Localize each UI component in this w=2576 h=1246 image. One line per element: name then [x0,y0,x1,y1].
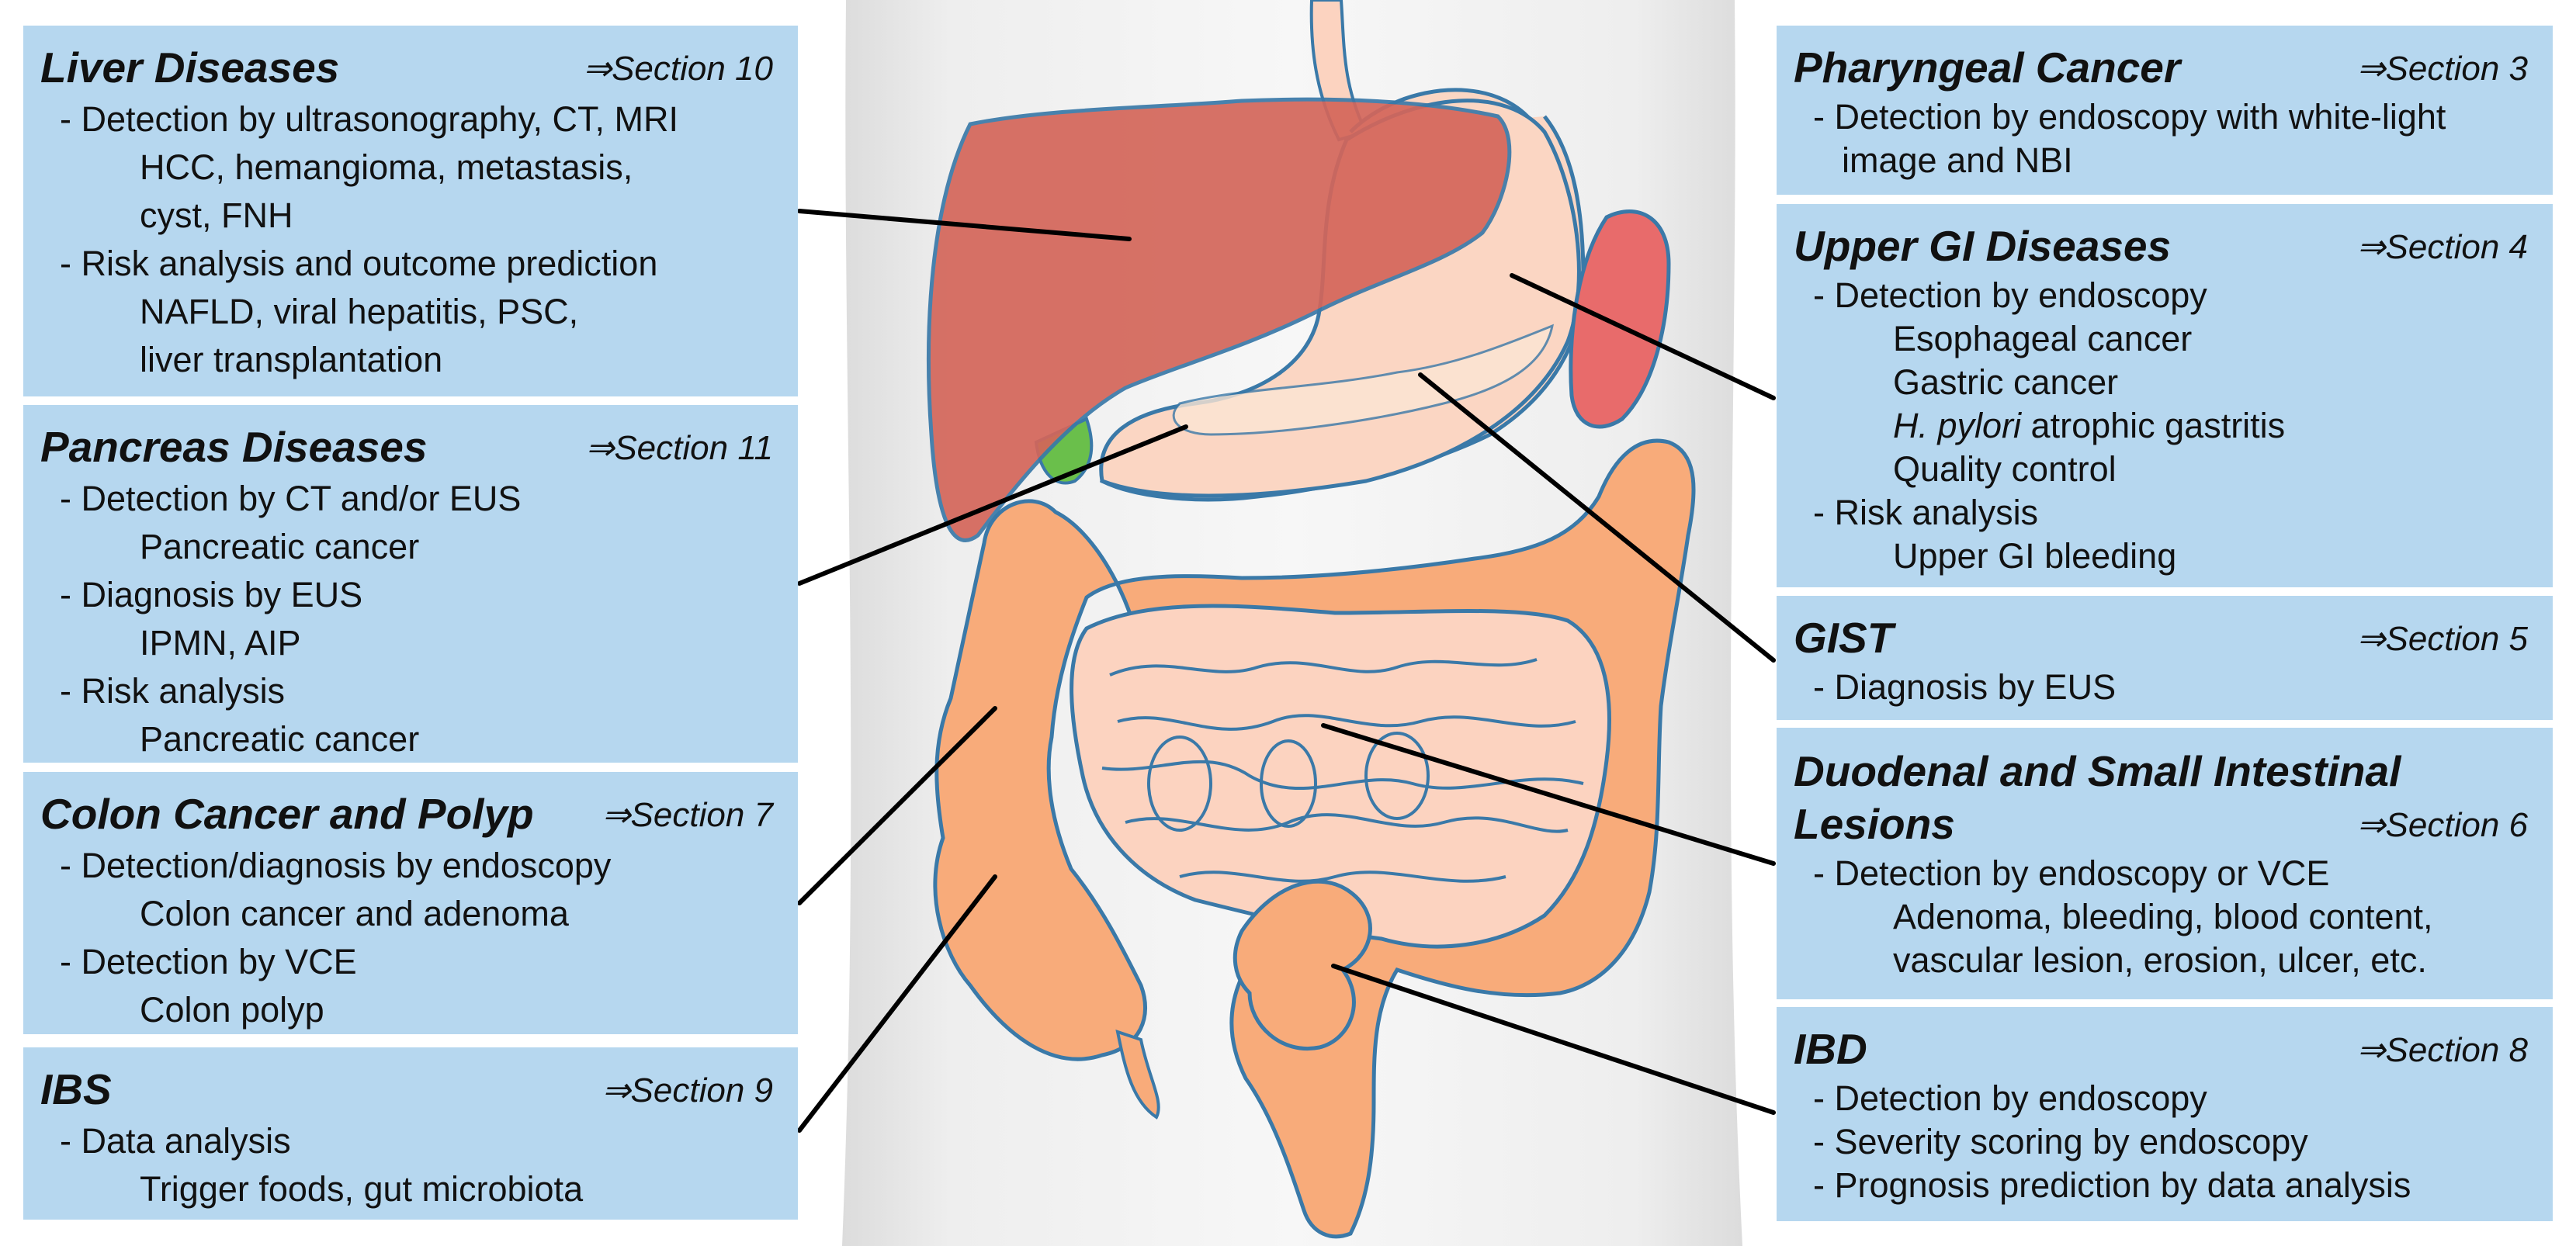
bullet-item: - Severity scoring by endoscopy [1813,1122,2308,1161]
section-reference: ⇒Section 5 [2356,620,2528,658]
sub-item: Colon cancer and adenoma [140,894,569,933]
panel-title: Pancreas Diseases [40,423,428,471]
sub-item: Upper GI bleeding [1893,536,2177,576]
sub-item: Esophageal cancer [1893,319,2193,358]
bullet-item: - Detection by endoscopy or VCE [1813,853,2330,893]
section-reference: ⇒Section 7 [602,796,773,834]
liver [927,97,1512,542]
bullet-item: - Prognosis prediction by data analysis [1813,1165,2411,1205]
section-reference: ⇒Section 6 [2356,806,2528,844]
panel-upper-gi-diseases: Upper GI Diseases ⇒Section 4 - Detection… [1777,204,2553,587]
panel-title: Duodenal and Small Intestinal [1794,747,2401,795]
panel-pharyngeal-cancer: Pharyngeal Cancer ⇒Section 3 - Detection… [1777,26,2553,195]
bullet-item: - Data analysis [60,1121,291,1161]
bullet-item: - Detection by VCE [60,942,357,981]
connector-lines [797,209,1776,1133]
sub-item: Trigger foods, gut microbiota [140,1169,584,1209]
panel-colon-cancer-polyp: Colon Cancer and Polyp ⇒Section 7 - Dete… [23,772,798,1034]
connector-liver [797,209,1132,241]
sub-item: NAFLD, viral hepatitis, PSC, [140,292,579,331]
panel-liver-diseases: Liver Diseases ⇒Section 10 - Detection b… [23,26,798,396]
sub-item: vascular lesion, erosion, ulcer, etc. [1893,940,2427,980]
panel-title-line2: Lesions [1794,800,1955,848]
sub-item: Pancreatic cancer [140,719,420,759]
appendix [1115,1030,1160,1120]
bullet-item: - Diagnosis by EUS [1813,667,2117,707]
spleen [1569,209,1671,429]
connector-upper-gi [1510,273,1776,400]
panel-title: IBD [1794,1025,1867,1073]
sub-item: liver transplantation [140,340,443,379]
sub-item: H. pylori atrophic gastritis [1794,404,2528,448]
panel-pancreas-diseases: Pancreas Diseases ⇒Section 11 - Detectio… [23,405,798,763]
sub-item: IPMN, AIP [140,623,301,663]
panel-gist: GIST ⇒Section 5 - Diagnosis by EUS [1777,596,2553,720]
italic-term: H. pylori [1893,406,2022,445]
bullet-item: - Diagnosis by EUS [60,575,363,614]
gallbladder [1034,417,1094,485]
section-reference: ⇒Section 9 [602,1071,773,1109]
section-reference: ⇒Section 10 [583,50,773,88]
sub-item: cyst, FNH [140,196,293,235]
connector-ibd [1331,964,1776,1115]
connector-gist [1418,372,1776,663]
bullet-item: - Risk analysis [1813,493,2039,532]
bullet-continuation: image and NBI [1842,140,2073,180]
pancreas [1172,324,1555,436]
sub-item: Quality control [1893,449,2117,489]
bullet-item: - Detection by CT and/or EUS [60,479,522,518]
section-reference: ⇒Section 3 [2356,50,2528,88]
panel-ibd: IBD ⇒Section 8 - Detection by endoscopy … [1777,1007,2553,1221]
section-reference: ⇒Section 4 [2356,228,2528,266]
connector-small-intestine [1321,723,1776,866]
bullet-item: - Detection/diagnosis by endoscopy [60,846,612,885]
bullet-item: - Risk analysis and outcome prediction [60,244,658,283]
connector-ibs [797,874,997,1133]
panel-title: IBS [40,1065,112,1113]
panel-title: Colon Cancer and Polyp [40,790,534,838]
sigmoid-colon [1233,879,1372,1050]
panel-ibs: IBS ⇒Section 9 - Data analysis Trigger f… [23,1047,798,1220]
panel-title: Pharyngeal Cancer [1794,43,2181,92]
panel-title: Liver Diseases [40,43,340,92]
sub-item: HCC, hemangioma, metastasis, [140,147,633,187]
connector-colon [797,706,997,905]
panel-title: Upper GI Diseases [1794,222,2172,270]
bullet-item: - Detection by endoscopy with white-ligh… [1813,97,2446,137]
sub-item: Colon polyp [140,990,324,1030]
sub-item: Pancreatic cancer [140,527,420,566]
small-intestine [1070,604,1611,949]
bullet-item: - Risk analysis [60,671,286,711]
sub-item-text: atrophic gastritis [2021,406,2286,445]
small-intestine-folds [1101,658,1584,883]
bullet-item: - Detection by ultrasonography, CT, MRI [60,99,678,139]
section-reference: ⇒Section 11 [585,429,773,467]
connector-pancreas [797,424,1188,586]
sub-item: Gastric cancer [1893,362,2119,402]
section-reference: ⇒Section 8 [2356,1031,2528,1069]
bullet-item: - Detection by endoscopy [1813,1078,2207,1118]
bullet-item: - Detection by endoscopy [1813,275,2207,315]
sub-item: Adenoma, bleeding, blood content, [1893,897,2433,936]
panel-title: GIST [1794,614,1894,662]
